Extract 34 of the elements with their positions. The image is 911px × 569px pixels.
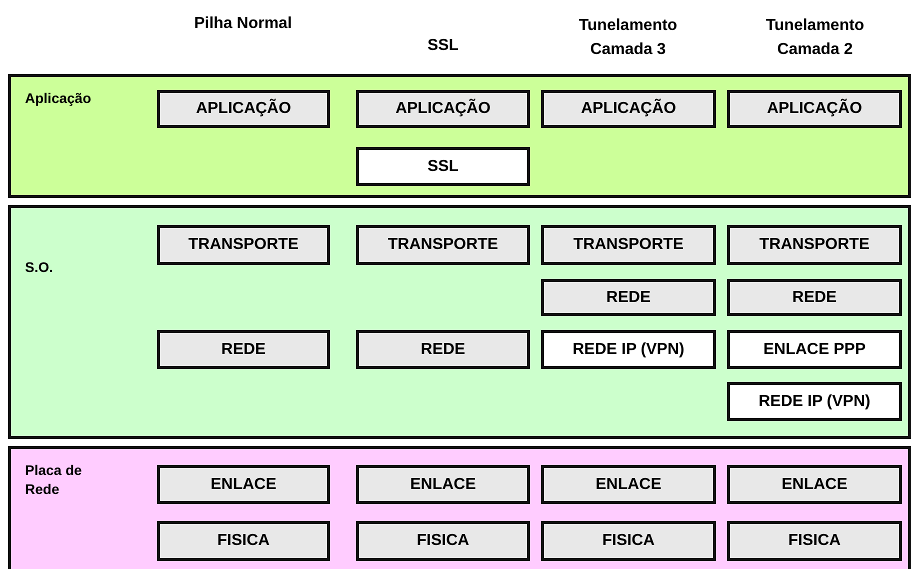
protocol-box: ENLACE xyxy=(157,465,330,504)
protocol-box: REDE IP (VPN) xyxy=(727,382,902,421)
protocol-box: TRANSPORTE xyxy=(727,225,902,265)
protocol-box: ENLACE PPP xyxy=(727,330,902,369)
protocol-box: TRANSPORTE xyxy=(356,225,530,265)
layer-label: Aplicação xyxy=(25,89,92,108)
layer-band xyxy=(8,205,911,439)
protocol-box: SSL xyxy=(356,147,530,186)
protocol-box: APLICAÇÃO xyxy=(157,90,330,128)
column-header: SSL xyxy=(426,36,460,56)
protocol-box: APLICAÇÃO xyxy=(541,90,716,128)
column-header: Tunelamento Camada 2 xyxy=(764,16,866,60)
protocol-box: ENLACE xyxy=(727,465,902,504)
layer-band xyxy=(8,446,911,569)
column-header: Tunelamento Camada 3 xyxy=(578,16,678,60)
protocol-box: TRANSPORTE xyxy=(541,225,716,265)
layer-label: Placa de Rede xyxy=(25,461,83,499)
layer-label: S.O. xyxy=(25,258,54,277)
protocol-box: REDE IP (VPN) xyxy=(541,330,716,369)
protocol-box: FISICA xyxy=(157,521,330,561)
protocol-box: REDE xyxy=(727,279,902,316)
protocol-box: APLICAÇÃO xyxy=(727,90,902,128)
protocol-box: FISICA xyxy=(541,521,716,561)
protocol-box: FISICA xyxy=(727,521,902,561)
protocol-box: FISICA xyxy=(356,521,530,561)
protocol-box: REDE xyxy=(157,330,330,369)
protocol-box: ENLACE xyxy=(541,465,716,504)
protocol-box: REDE xyxy=(356,330,530,369)
protocol-box: TRANSPORTE xyxy=(157,225,330,265)
protocol-box: ENLACE xyxy=(356,465,530,504)
protocol-box: APLICAÇÃO xyxy=(356,90,530,128)
protocol-box: REDE xyxy=(541,279,716,316)
layer-band xyxy=(8,74,911,198)
column-header: Pilha Normal xyxy=(193,14,293,34)
